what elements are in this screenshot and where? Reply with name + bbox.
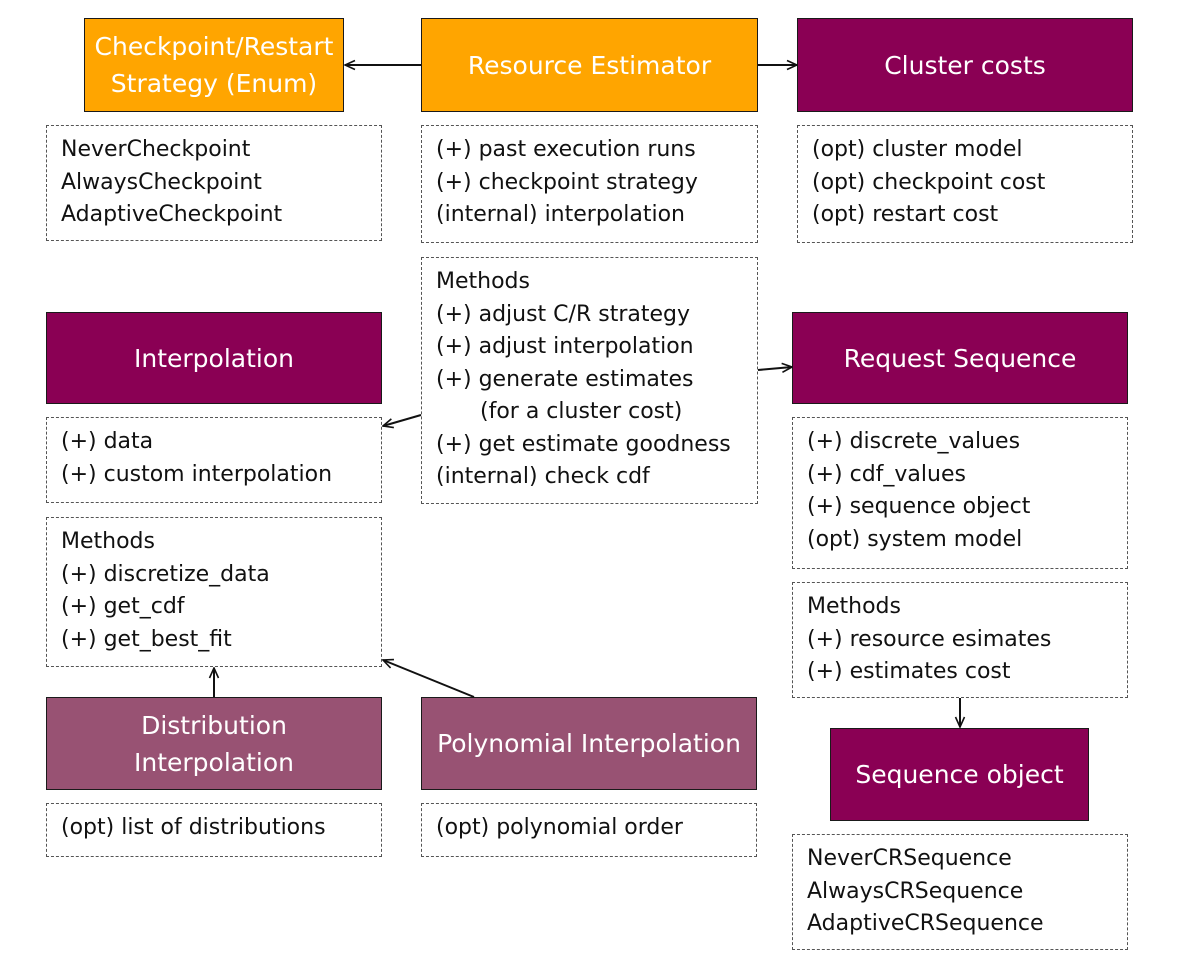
list-item: (+) resource esimates: [807, 626, 1052, 652]
arrow-polynomial-to-interpolation: [383, 660, 475, 698]
interpolation-title: Interpolation: [134, 343, 294, 373]
resource-estimator-attributes: (+) past execution runs (+) checkpoint s…: [421, 125, 758, 243]
list-item: (+) data: [61, 429, 154, 454]
resource-estimator-box: Resource Estimator: [421, 18, 758, 112]
checkpoint-strategy-box: Checkpoint/Restart Strategy (Enum): [84, 18, 344, 112]
request-sequence-title: Request Sequence: [843, 343, 1077, 373]
request-sequence-methods: Methods (+) resource esimates (+) estima…: [792, 582, 1128, 698]
list-item: (+) discrete_values: [807, 429, 1021, 454]
list-item: (+) discretize_data: [61, 561, 270, 587]
list-item: (+) estimates cost: [807, 659, 1011, 684]
list-item: (+) get_best_fit: [61, 626, 232, 652]
list-item: (+) past execution runs: [436, 137, 696, 162]
request-sequence-box: Request Sequence: [792, 312, 1128, 404]
methods-label: Methods: [61, 529, 155, 554]
list-item: (+) sequence object: [807, 494, 1031, 519]
sequence-object-values: NeverCRSequence AlwaysCRSequence Adaptiv…: [792, 834, 1128, 950]
cluster-costs-title: Cluster costs: [884, 50, 1046, 80]
list-item: (opt) cluster model: [812, 137, 1023, 162]
polynomial-interpolation-box: Polynomial Interpolation: [421, 697, 757, 790]
list-item: (internal) check cdf: [436, 464, 650, 489]
list-item: (+) adjust C/R strategy: [436, 301, 690, 327]
list-item: (+) generate estimates: [436, 366, 694, 392]
polynomial-interpolation-title: Polynomial Interpolation: [437, 729, 741, 758]
resource-estimator-methods: Methods (+) adjust C/R strategy (+) adju…: [421, 257, 758, 504]
arrow-estimator-to-interpolation: [383, 414, 422, 426]
interpolation-attributes: (+) data (+) custom interpolation: [46, 417, 382, 503]
distribution-interpolation-title: Distribution Interpolation: [134, 710, 294, 777]
request-sequence-attributes: (+) discrete_values (+) cdf_values (+) s…: [792, 417, 1128, 569]
list-item: (+) get estimate goodness: [436, 431, 731, 457]
list-item: AdaptiveCRSequence: [807, 911, 1044, 936]
list-item: (+) adjust interpolation: [436, 334, 694, 359]
list-item: (+) get_cdf: [61, 594, 185, 619]
resource-estimator-title: Resource Estimator: [467, 50, 712, 80]
list-item: (opt) list of distributions: [61, 815, 326, 840]
sequence-object-box: Sequence object: [830, 728, 1089, 821]
arrow-estimator-to-request: [757, 367, 792, 370]
cluster-costs-box: Cluster costs: [797, 18, 1133, 112]
distribution-interpolation-attributes: (opt) list of distributions: [46, 803, 382, 857]
list-item: AlwaysCRSequence: [807, 878, 1024, 904]
list-item: (opt) system model: [807, 526, 1023, 552]
list-item: (opt) checkpoint cost: [812, 169, 1046, 195]
list-item: (for a cluster cost): [480, 399, 683, 424]
checkpoint-strategy-values: NeverCheckpoint AlwaysCheckpoint Adaptiv…: [46, 125, 382, 241]
list-item: (internal) interpolation: [436, 202, 685, 227]
list-item: (+) cdf_values: [807, 461, 966, 487]
list-item: NeverCRSequence: [807, 846, 1012, 871]
list-item: (+) custom interpolation: [61, 461, 333, 487]
list-item: (opt) polynomial order: [436, 815, 683, 840]
polynomial-interpolation-attributes: (opt) polynomial order: [421, 803, 757, 857]
methods-label: Methods: [807, 594, 901, 619]
checkpoint-strategy-title: Checkpoint/Restart Strategy (Enum): [94, 32, 334, 98]
methods-label: Methods: [436, 269, 530, 294]
cluster-costs-attributes: (opt) cluster model (opt) checkpoint cos…: [797, 125, 1133, 243]
interpolation-box: Interpolation: [46, 312, 382, 404]
list-item: (opt) restart cost: [812, 202, 999, 227]
list-item: (+) checkpoint strategy: [436, 169, 698, 195]
interpolation-methods: Methods (+) discretize_data (+) get_cdf …: [46, 517, 382, 667]
list-item: AdaptiveCheckpoint: [61, 202, 283, 227]
list-item: NeverCheckpoint: [61, 137, 251, 162]
sequence-object-title: Sequence object: [855, 760, 1064, 789]
list-item: AlwaysCheckpoint: [61, 169, 262, 195]
distribution-interpolation-box: Distribution Interpolation: [46, 697, 382, 790]
